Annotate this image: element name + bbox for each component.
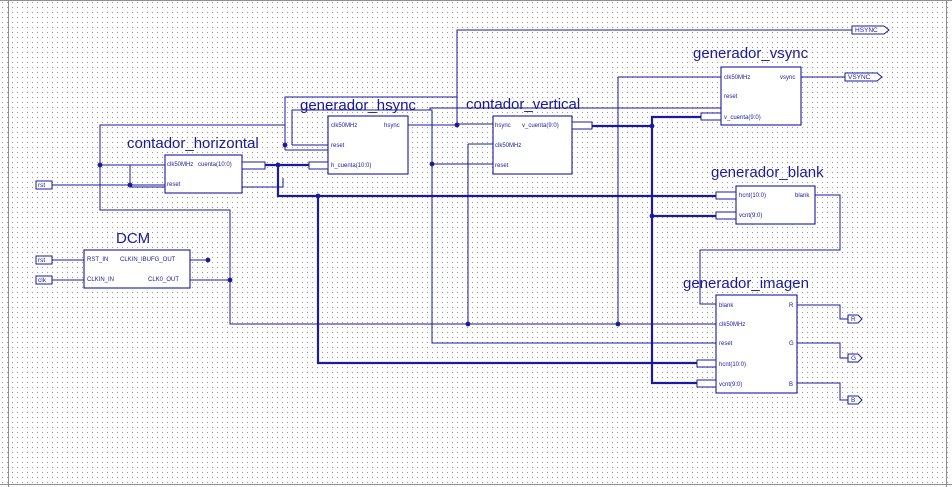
block-generador-hsync[interactable]: generador_hsync clk50MHz reset h_cuenta(… <box>300 97 416 175</box>
pin-label: reset <box>719 341 733 347</box>
pin-label: R <box>789 303 794 309</box>
pin-label: G <box>789 341 794 347</box>
bus-pin-hcnt <box>715 191 737 200</box>
wire-b-out <box>797 382 848 401</box>
pin-label: v_cuenta(9:0) <box>522 123 559 129</box>
pin-label: CLKIN_IN <box>87 277 114 283</box>
bus-pin-img-hcnt <box>696 359 717 368</box>
io-port-b[interactable]: B <box>847 395 863 405</box>
pin-label: vsync <box>780 75 795 81</box>
port-label: B <box>851 397 855 404</box>
port-label: HSYNC <box>855 27 878 34</box>
bus-vcount <box>592 115 716 385</box>
block-title-dcm: DCM <box>116 230 150 247</box>
bus-pin-vcnt <box>715 211 737 220</box>
pin-label: vcnt(9:0) <box>739 213 762 219</box>
pin-label: B <box>789 382 793 388</box>
bus-pin-v-cuenta <box>571 121 593 130</box>
pin-label: clk50MHz <box>331 123 357 129</box>
pin-label: reset <box>495 163 509 169</box>
block-contador-vertical[interactable]: contador_vertical hsync clk50MHz reset v… <box>466 96 593 175</box>
bus-pin-vsync-cuenta <box>700 112 722 121</box>
block-generador-blank[interactable]: generador_blank hcnt(10:0) vcnt(9:0) bla… <box>711 164 824 225</box>
block-generador-vsync[interactable]: generador_vsync clk50MHz reset v_cuenta(… <box>693 45 809 126</box>
port-label: clk <box>38 277 47 284</box>
block-title-contador-vertical: contador_vertical <box>466 96 580 113</box>
block-title-generador-blank: generador_blank <box>711 164 824 181</box>
wire-rst <box>52 165 165 186</box>
wire-reset-dist <box>291 95 726 344</box>
pin-label: cuenta(10:0) <box>198 162 232 168</box>
io-port-r[interactable]: R <box>847 314 863 324</box>
wire-vsync-clk <box>617 76 723 324</box>
junctions <box>97 122 655 327</box>
block-contador-horizontal[interactable]: contador_horizontal clk50MHz reset cuent… <box>127 135 266 194</box>
wire-g-out <box>797 342 848 359</box>
pin-label: vcnt(9:0) <box>719 382 742 388</box>
pin-label: reset <box>724 94 738 100</box>
bus-pin-h-cuenta <box>308 161 329 170</box>
pin-label: clk50MHz <box>724 75 750 81</box>
port-label: G <box>851 355 856 362</box>
io-port-rst-dcm[interactable]: rst <box>35 255 53 265</box>
block-title-generador-imagen: generador_imagen <box>683 275 809 292</box>
block-title-contador-horizontal: contador_horizontal <box>127 135 259 152</box>
pin-label: CLKIN_IBUFG_OUT <box>120 257 176 263</box>
pin-label: blank <box>719 303 734 309</box>
bus-hcount <box>265 163 716 365</box>
pin-label: CLK0_OUT <box>148 277 179 283</box>
bus-pin-cuenta <box>241 161 266 170</box>
pin-label: clk50MHz <box>495 143 521 149</box>
port-label: rst <box>38 182 45 189</box>
pin-label: hcnt(10:0) <box>719 362 746 368</box>
pin-label: hsync <box>384 123 400 129</box>
pin-label: clk50MHz <box>167 162 193 168</box>
io-port-vsync[interactable]: VSYNC <box>844 72 883 82</box>
pin-label: blank <box>795 193 810 199</box>
io-port-rst-top[interactable]: rst <box>35 180 53 190</box>
wire-blank <box>699 194 841 305</box>
pin-label: v_cuenta(9:0) <box>724 115 761 121</box>
pin-label: h_cuenta(10:0) <box>331 163 371 169</box>
block-title-generador-vsync: generador_vsync <box>693 45 809 62</box>
pin-label: hsync <box>495 123 511 129</box>
block-generador-imagen[interactable]: generador_imagen blank clk50MHz reset hc… <box>683 275 809 394</box>
pin-label: reset <box>167 182 181 188</box>
bus-pin-img-vcnt <box>696 379 717 388</box>
io-port-hsync[interactable]: HSYNC <box>851 25 890 35</box>
pin-label: clk50MHz <box>719 322 745 328</box>
pin-label: hcnt(10:0) <box>739 193 766 199</box>
wire-hsync-out <box>408 29 852 126</box>
port-label: R <box>851 316 856 323</box>
pin-label: reset <box>331 143 345 149</box>
wire-r-out <box>797 304 848 320</box>
block-dcm[interactable]: DCM RST_IN CLKIN_IBUFG_OUT CLKIN_IN CLK0… <box>83 230 191 289</box>
io-port-clk[interactable]: clk <box>35 275 53 285</box>
port-label: rst <box>38 257 45 264</box>
pin-label: RST_IN <box>87 257 108 263</box>
wire-vert-clk <box>467 143 495 324</box>
io-port-g[interactable]: G <box>847 353 863 363</box>
port-label: VSYNC <box>848 74 871 81</box>
block-title-generador-hsync: generador_hsync <box>300 97 416 114</box>
